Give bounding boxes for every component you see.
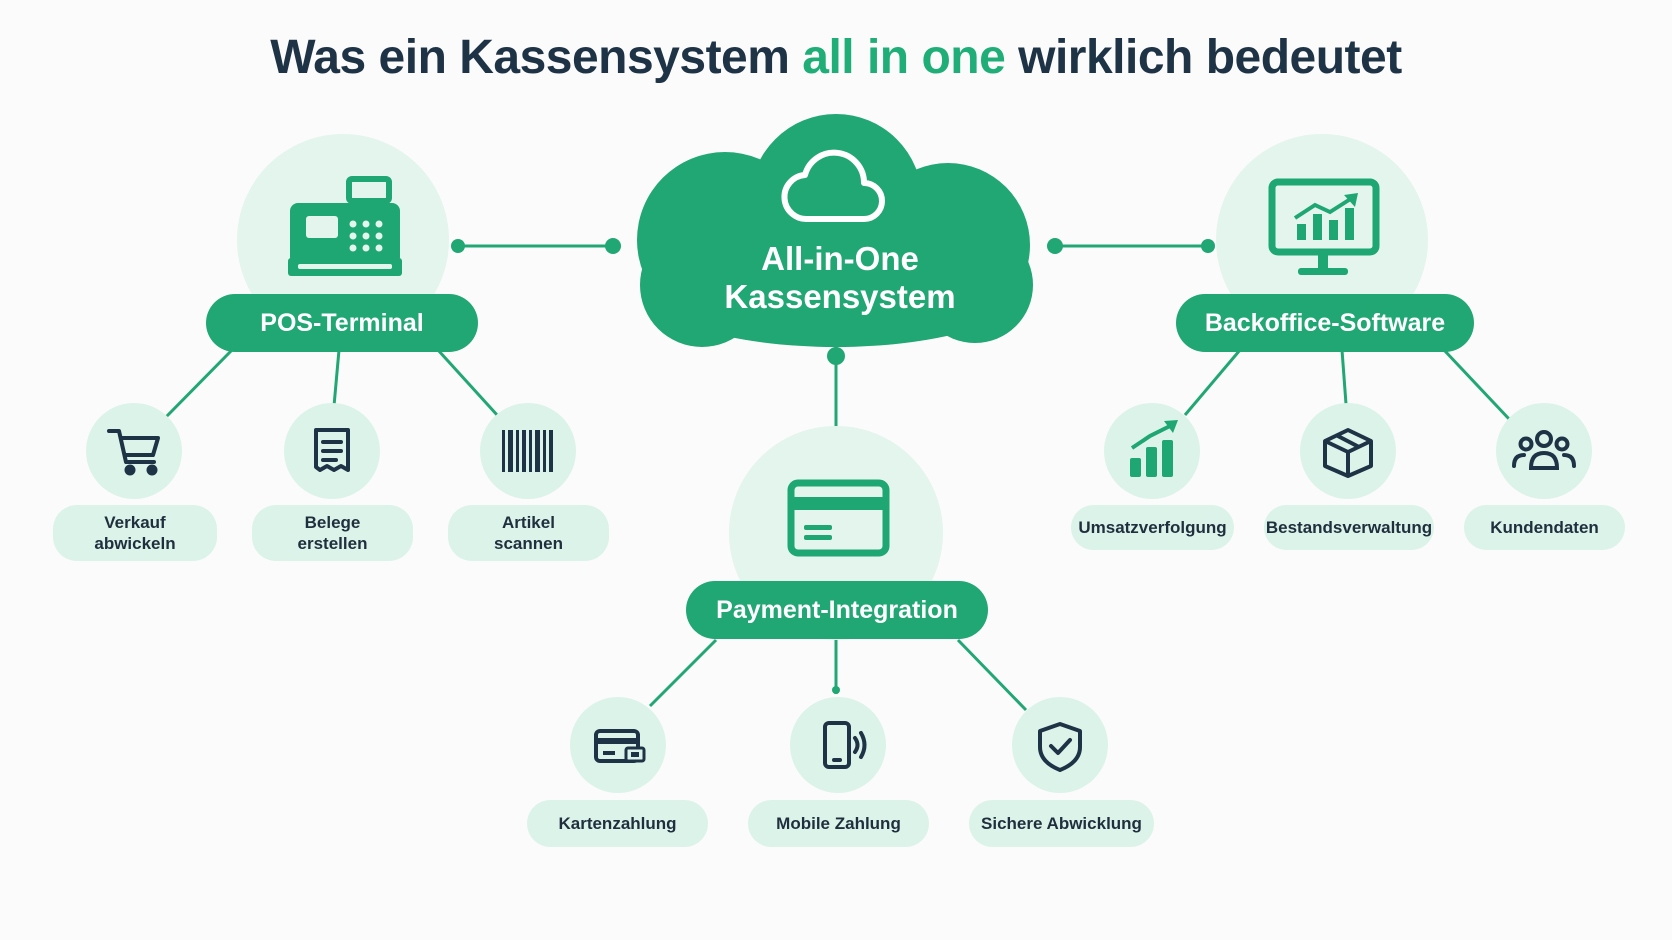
payment-item-sichere-abwicklung: Sichere Abwicklung <box>969 800 1154 847</box>
pos-item-belege-line-1: Belege <box>304 513 361 532</box>
pos-item-artikel: Artikel scannen <box>448 505 609 561</box>
center-cloud <box>637 114 1033 347</box>
backoffice-item-kundendaten: Kundendaten <box>1464 505 1625 550</box>
title-part-2: wirklich bedeutet <box>1005 31 1402 84</box>
connector-backoffice-item-1 <box>1183 349 1242 416</box>
pos-item-verkauf-line-1: Verkauf <box>104 513 166 532</box>
connector-dots <box>451 238 1215 694</box>
pos-item-artikel-line-2: scannen <box>494 534 563 553</box>
credit-card-icon <box>787 479 890 557</box>
pos-terminal-pill: POS-Terminal <box>206 294 478 352</box>
page-title: Was ein Kassensystem all in one wirklich… <box>0 30 1672 85</box>
pos-item-belege-line-2: erstellen <box>297 534 368 553</box>
payment-item-mobile-zahlung: Mobile Zahlung <box>748 800 929 847</box>
cloud-icon <box>781 149 885 223</box>
item-circle <box>570 697 666 793</box>
connector-dot <box>832 686 840 694</box>
item-circle <box>1012 697 1108 793</box>
connector-dot <box>451 239 465 253</box>
connector-backoffice-item-2 <box>1340 349 1348 405</box>
connector-dot <box>1047 238 1063 254</box>
smartphone-icon <box>823 721 867 769</box>
title-accent: all in one <box>802 31 1006 84</box>
title-part-1: Was ein Kassensystem <box>270 31 803 84</box>
connector-pos-item-3 <box>436 348 500 418</box>
payment-integration-pill: Payment-Integration <box>686 581 988 639</box>
users-icon <box>1512 430 1576 470</box>
connector-dot <box>827 347 845 365</box>
center-label: All-in-One Kassensystem <box>640 240 1040 316</box>
growth-chart-icon <box>1130 420 1178 477</box>
pos-item-verkauf-line-2: abwickeln <box>94 534 176 553</box>
receipt-icon <box>314 428 350 472</box>
backoffice-software-pill: Backoffice-Software <box>1176 294 1474 352</box>
pos-item-artikel-line-1: Artikel <box>502 513 555 532</box>
center-label-line-2: Kassensystem <box>724 278 956 315</box>
item-circle <box>86 403 182 499</box>
connector-pos-item-1 <box>163 348 234 420</box>
backoffice-item-umsatzverfolgung: Umsatzverfolgung <box>1071 505 1234 550</box>
connector-payment-item-1 <box>648 638 718 708</box>
pos-item-verkauf: Verkauf abwickeln <box>53 505 217 561</box>
monitor-chart-icon <box>1268 178 1380 275</box>
item-circle <box>480 403 576 499</box>
connector-dot <box>605 238 621 254</box>
card-payment-icon <box>594 729 646 763</box>
box-icon <box>1323 428 1373 478</box>
connector-dot <box>1201 239 1215 253</box>
backoffice-item-bestandsverwaltung: Bestandsverwaltung <box>1264 505 1434 550</box>
payment-item-kartenzahlung: Kartenzahlung <box>527 800 708 847</box>
pos-item-belege: Belege erstellen <box>252 505 413 561</box>
barcode-icon <box>502 430 553 472</box>
connector-backoffice-item-3 <box>1442 348 1512 422</box>
shopping-cart-icon <box>107 429 160 476</box>
item-circle <box>790 697 886 793</box>
cash-register-icon <box>288 176 402 276</box>
connector-payment-item-3 <box>956 638 1028 712</box>
connector-pos-item-2 <box>332 349 341 407</box>
shield-check-icon <box>1038 722 1082 772</box>
center-label-line-1: All-in-One <box>761 240 919 277</box>
